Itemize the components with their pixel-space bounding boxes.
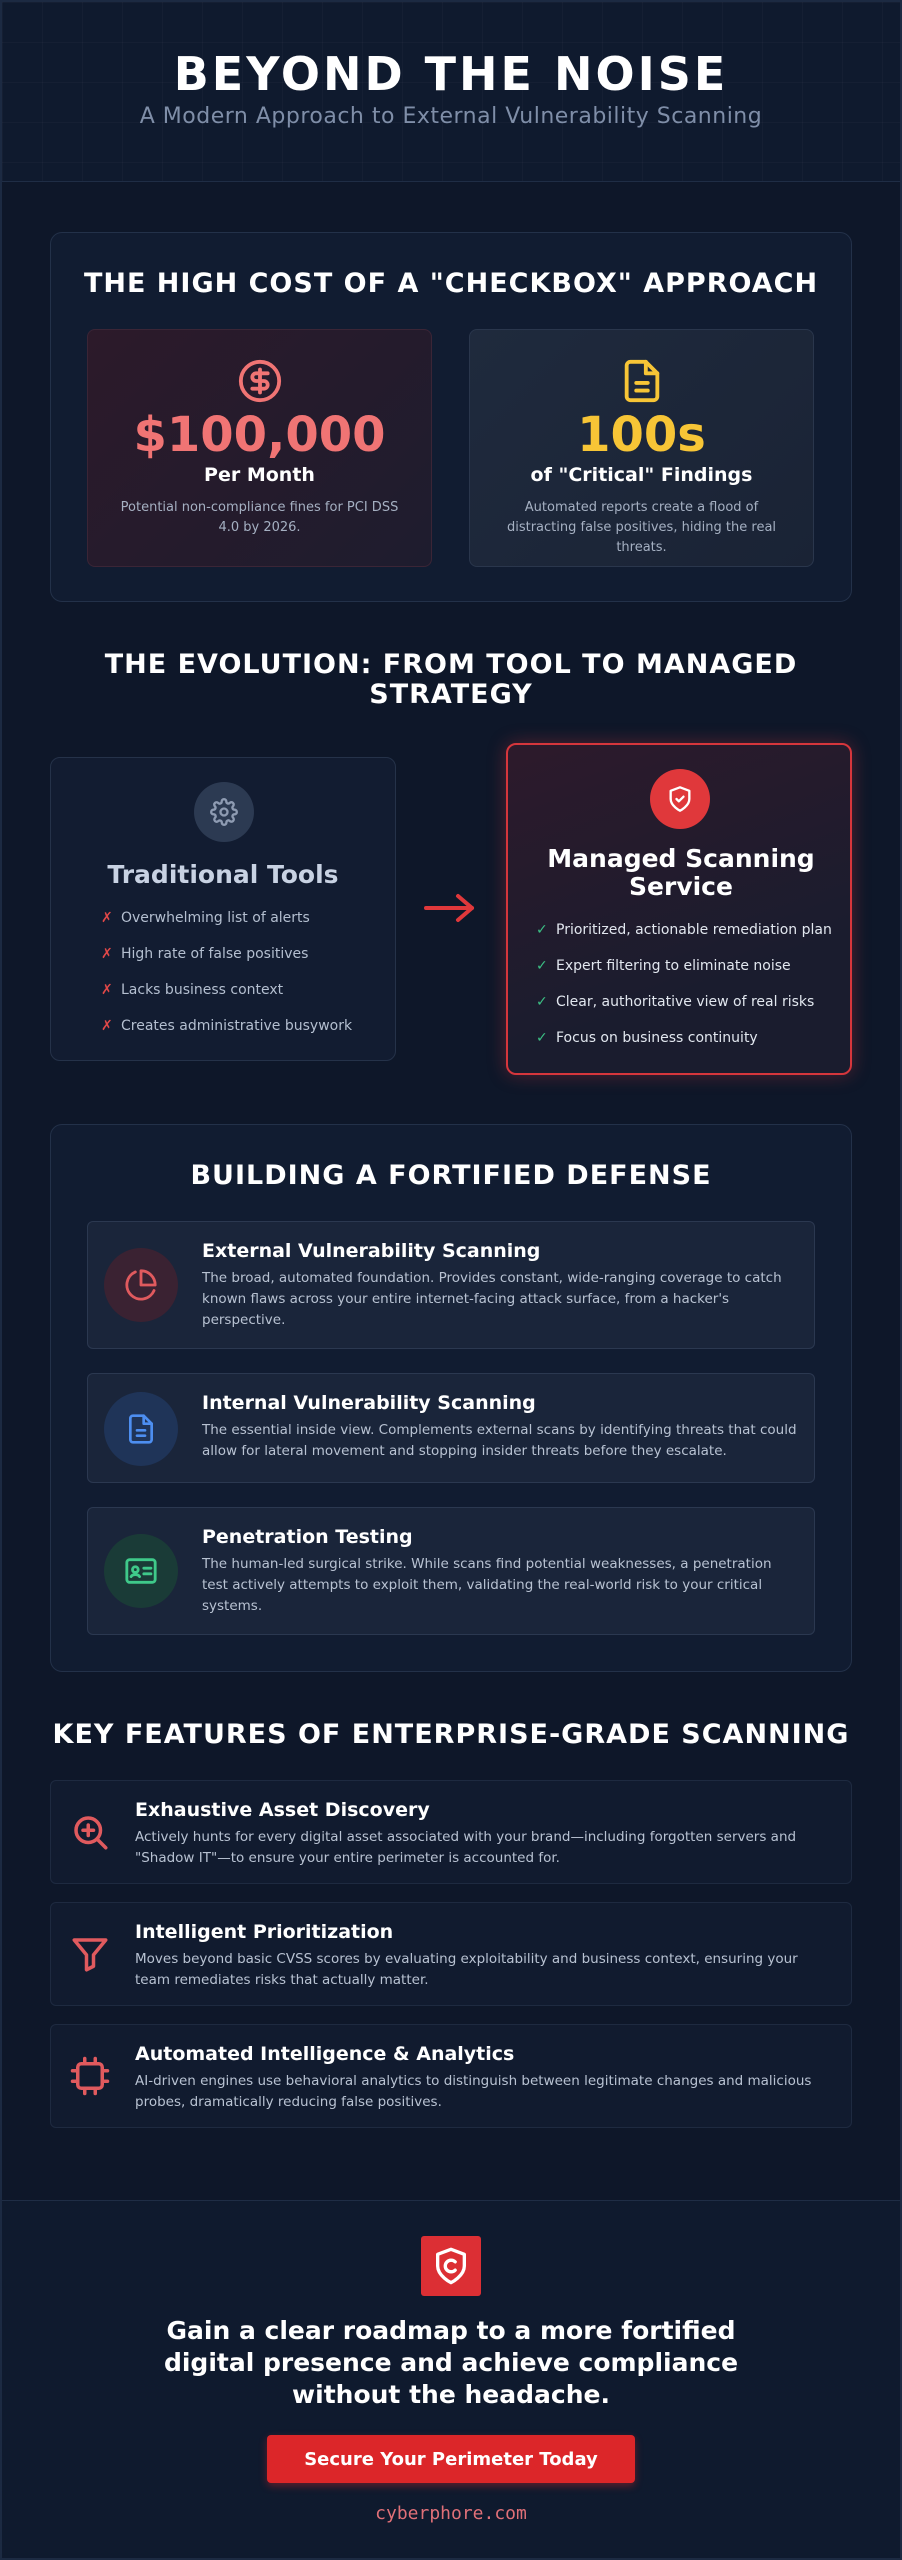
- defense-item-pentest: Penetration Testing The human-led surgic…: [87, 1507, 815, 1635]
- findings-description: Automated reports create a flood of dist…: [506, 500, 777, 555]
- shield-check-icon: [650, 769, 710, 829]
- defense-item-description: The essential inside view. Complements e…: [202, 1422, 797, 1459]
- list-item: ✗High rate of false positives: [101, 944, 352, 980]
- dollar-icon: [88, 358, 431, 406]
- x-mark-icon: ✗: [101, 946, 113, 962]
- feature-description: Moves beyond basic CVSS scores by evalua…: [135, 1951, 798, 1988]
- check-mark-icon: ✓: [536, 994, 548, 1010]
- traditional-tools-card: Traditional Tools ✗Overwhelming list of …: [50, 757, 396, 1061]
- cost-panel: THE HIGH COST OF A "CHECKBOX" APPROACH $…: [50, 232, 852, 602]
- check-mark-icon: ✓: [536, 958, 548, 974]
- footer: Gain a clear roadmap to a more fortified…: [2, 2200, 900, 2558]
- managed-service-list: ✓Prioritized, actionable remediation pla…: [536, 920, 832, 1064]
- file-text-icon: [104, 1392, 178, 1466]
- list-item: ✓Clear, authoritative view of real risks: [536, 992, 832, 1028]
- fine-cost-card: $100,000 Per Month Potential non-complia…: [87, 329, 432, 567]
- list-item: ✗Lacks business context: [101, 980, 352, 1016]
- header: BEYOND THE NOISE A Modern Approach to Ex…: [2, 2, 900, 182]
- feature-ai-analytics: Automated Intelligence & Analytics AI-dr…: [50, 2024, 852, 2128]
- traditional-tools-list: ✗Overwhelming list of alerts ✗High rate …: [101, 908, 352, 1052]
- site-link[interactable]: cyberphore.com: [375, 2503, 527, 2524]
- defense-item-description: The human-led surgical strike. While sca…: [202, 1556, 772, 1614]
- chip-icon: [69, 2055, 111, 2097]
- traditional-tools-title: Traditional Tools: [107, 860, 339, 889]
- feature-description: AI-driven engines use behavioral analyti…: [135, 2073, 812, 2110]
- list-item: ✓Focus on business continuity: [536, 1028, 832, 1064]
- cost-section-title: THE HIGH COST OF A "CHECKBOX" APPROACH: [83, 268, 819, 299]
- managed-service-card: Managed Scanning Service ✓Prioritized, a…: [506, 743, 852, 1075]
- check-mark-icon: ✓: [536, 922, 548, 938]
- feature-asset-discovery: Exhaustive Asset Discovery Actively hunt…: [50, 1780, 852, 1884]
- defense-item-internal: Internal Vulnerability Scanning The esse…: [87, 1373, 815, 1483]
- secure-perimeter-button[interactable]: Secure Your Perimeter Today: [267, 2435, 635, 2483]
- feature-title: Exhaustive Asset Discovery: [135, 1799, 430, 1821]
- defense-panel: BUILDING A FORTIFIED DEFENSE External Vu…: [50, 1124, 852, 1672]
- defense-item-external: External Vulnerability Scanning The broa…: [87, 1221, 815, 1349]
- defense-item-title: External Vulnerability Scanning: [202, 1240, 541, 1262]
- features-section-title: KEY FEATURES OF ENTERPRISE-GRADE SCANNIN…: [52, 1719, 850, 1750]
- fine-label: Per Month: [204, 464, 315, 486]
- defense-section-title: BUILDING A FORTIFIED DEFENSE: [190, 1160, 712, 1191]
- feature-description: Actively hunts for every digital asset a…: [135, 1829, 797, 1866]
- defense-item-title: Internal Vulnerability Scanning: [202, 1392, 536, 1414]
- x-mark-icon: ✗: [101, 910, 113, 926]
- gear-icon: [194, 782, 254, 842]
- evolution-section-title: THE EVOLUTION: FROM TOOL TO MANAGED STRA…: [104, 649, 798, 710]
- feature-title: Intelligent Prioritization: [135, 1921, 394, 1943]
- filter-icon: [69, 1933, 111, 1975]
- defense-item-title: Penetration Testing: [202, 1526, 413, 1548]
- list-item: ✓Prioritized, actionable remediation pla…: [536, 920, 832, 956]
- feature-prioritization: Intelligent Prioritization Moves beyond …: [50, 1902, 852, 2006]
- list-item: ✗Overwhelming list of alerts: [101, 908, 352, 944]
- findings-label: of "Critical" Findings: [530, 464, 753, 486]
- pie-chart-icon: [104, 1248, 178, 1322]
- managed-service-title: Managed Scanning Service: [547, 844, 815, 901]
- page-subtitle: A Modern Approach to External Vulnerabil…: [139, 104, 763, 129]
- x-mark-icon: ✗: [101, 982, 113, 998]
- zoom-in-icon: [69, 1811, 111, 1853]
- page-title: BEYOND THE NOISE: [173, 47, 729, 101]
- findings-value: 100s: [577, 407, 706, 463]
- check-mark-icon: ✓: [536, 1030, 548, 1046]
- arrow-right-icon: [420, 888, 480, 932]
- fine-description: Potential non-compliance fines for PCI D…: [120, 500, 399, 535]
- x-mark-icon: ✗: [101, 1018, 113, 1034]
- feature-title: Automated Intelligence & Analytics: [135, 2043, 515, 2065]
- cyberphore-shield-logo: [421, 2236, 481, 2296]
- findings-cost-card: 100s of "Critical" Findings Automated re…: [469, 329, 814, 567]
- list-item: ✓Expert filtering to eliminate noise: [536, 956, 832, 992]
- list-item: ✗Creates administrative busywork: [101, 1016, 352, 1052]
- cta-text: Gain a clear roadmap to a more fortified…: [163, 2316, 739, 2409]
- id-card-icon: [104, 1534, 178, 1608]
- defense-item-description: The broad, automated foundation. Provide…: [202, 1270, 782, 1328]
- fine-value: $100,000: [133, 407, 386, 463]
- document-icon: [470, 358, 813, 406]
